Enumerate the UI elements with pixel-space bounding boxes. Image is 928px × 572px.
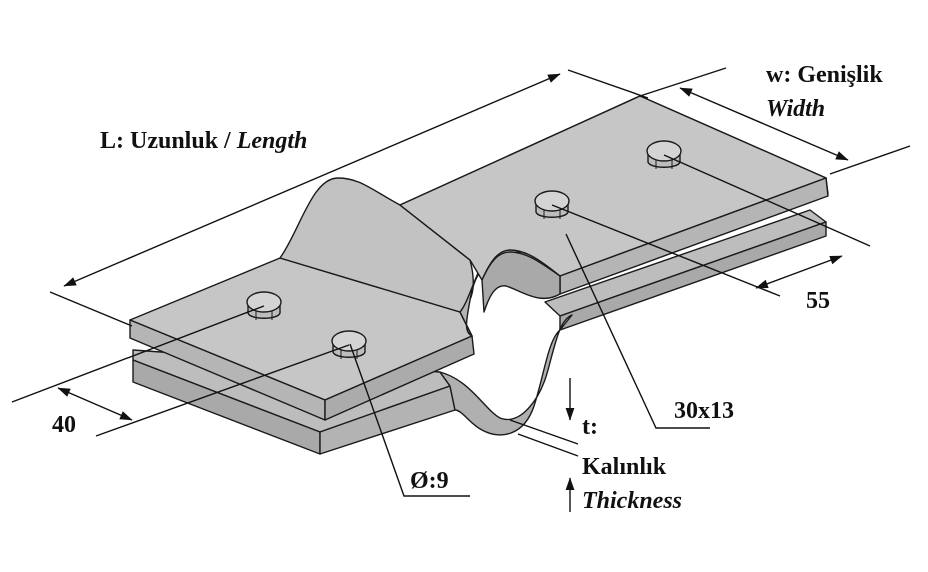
width-extension-right [829, 145, 911, 175]
width-extension-left [639, 67, 727, 97]
width-label-en: Width [766, 96, 825, 122]
hole-leader [349, 343, 470, 497]
dim-55-ext-1 [551, 204, 781, 297]
dim-40-label: 40 [52, 412, 76, 438]
thickness-label: Kalınlık [582, 454, 667, 480]
length-label: L: Uzunluk / Length [100, 128, 307, 154]
length-extension-left [49, 291, 133, 327]
width-label: w: Genişlik [766, 62, 883, 88]
thickness-ext-1 [509, 419, 579, 445]
dim-40-dimension [57, 387, 133, 421]
lower-right-plate-front [559, 221, 827, 331]
hole-diameter-label: Ø:9 [410, 468, 449, 494]
length-extension-right [567, 69, 649, 99]
lower-flex-loop [439, 314, 573, 436]
dim-55-ext-2 [663, 154, 871, 247]
thickness-ext-2 [517, 433, 579, 457]
labels: L: Uzunluk / Length w: Genişlik Width 40… [52, 62, 883, 514]
bolt-head-1 [246, 291, 282, 320]
length-label-en: Length [236, 128, 308, 154]
width-dimension [679, 87, 849, 161]
dimension-lines [11, 67, 911, 512]
bolt-head-4 [646, 140, 682, 169]
thickness-t-label: t: [582, 414, 598, 440]
dim-40-ext-1 [11, 305, 265, 403]
bolt-head-2 [331, 330, 367, 359]
dim-55-label: 55 [806, 288, 830, 314]
dim-55-dimension [755, 255, 843, 289]
thickness-label-en: Thickness [582, 488, 682, 514]
dim-40-ext-2 [95, 344, 350, 437]
bolt-leader [565, 233, 710, 429]
upper-left-plate-side [324, 335, 475, 421]
length-dimension [63, 73, 561, 287]
bolt-size-label: 30x13 [674, 398, 734, 424]
